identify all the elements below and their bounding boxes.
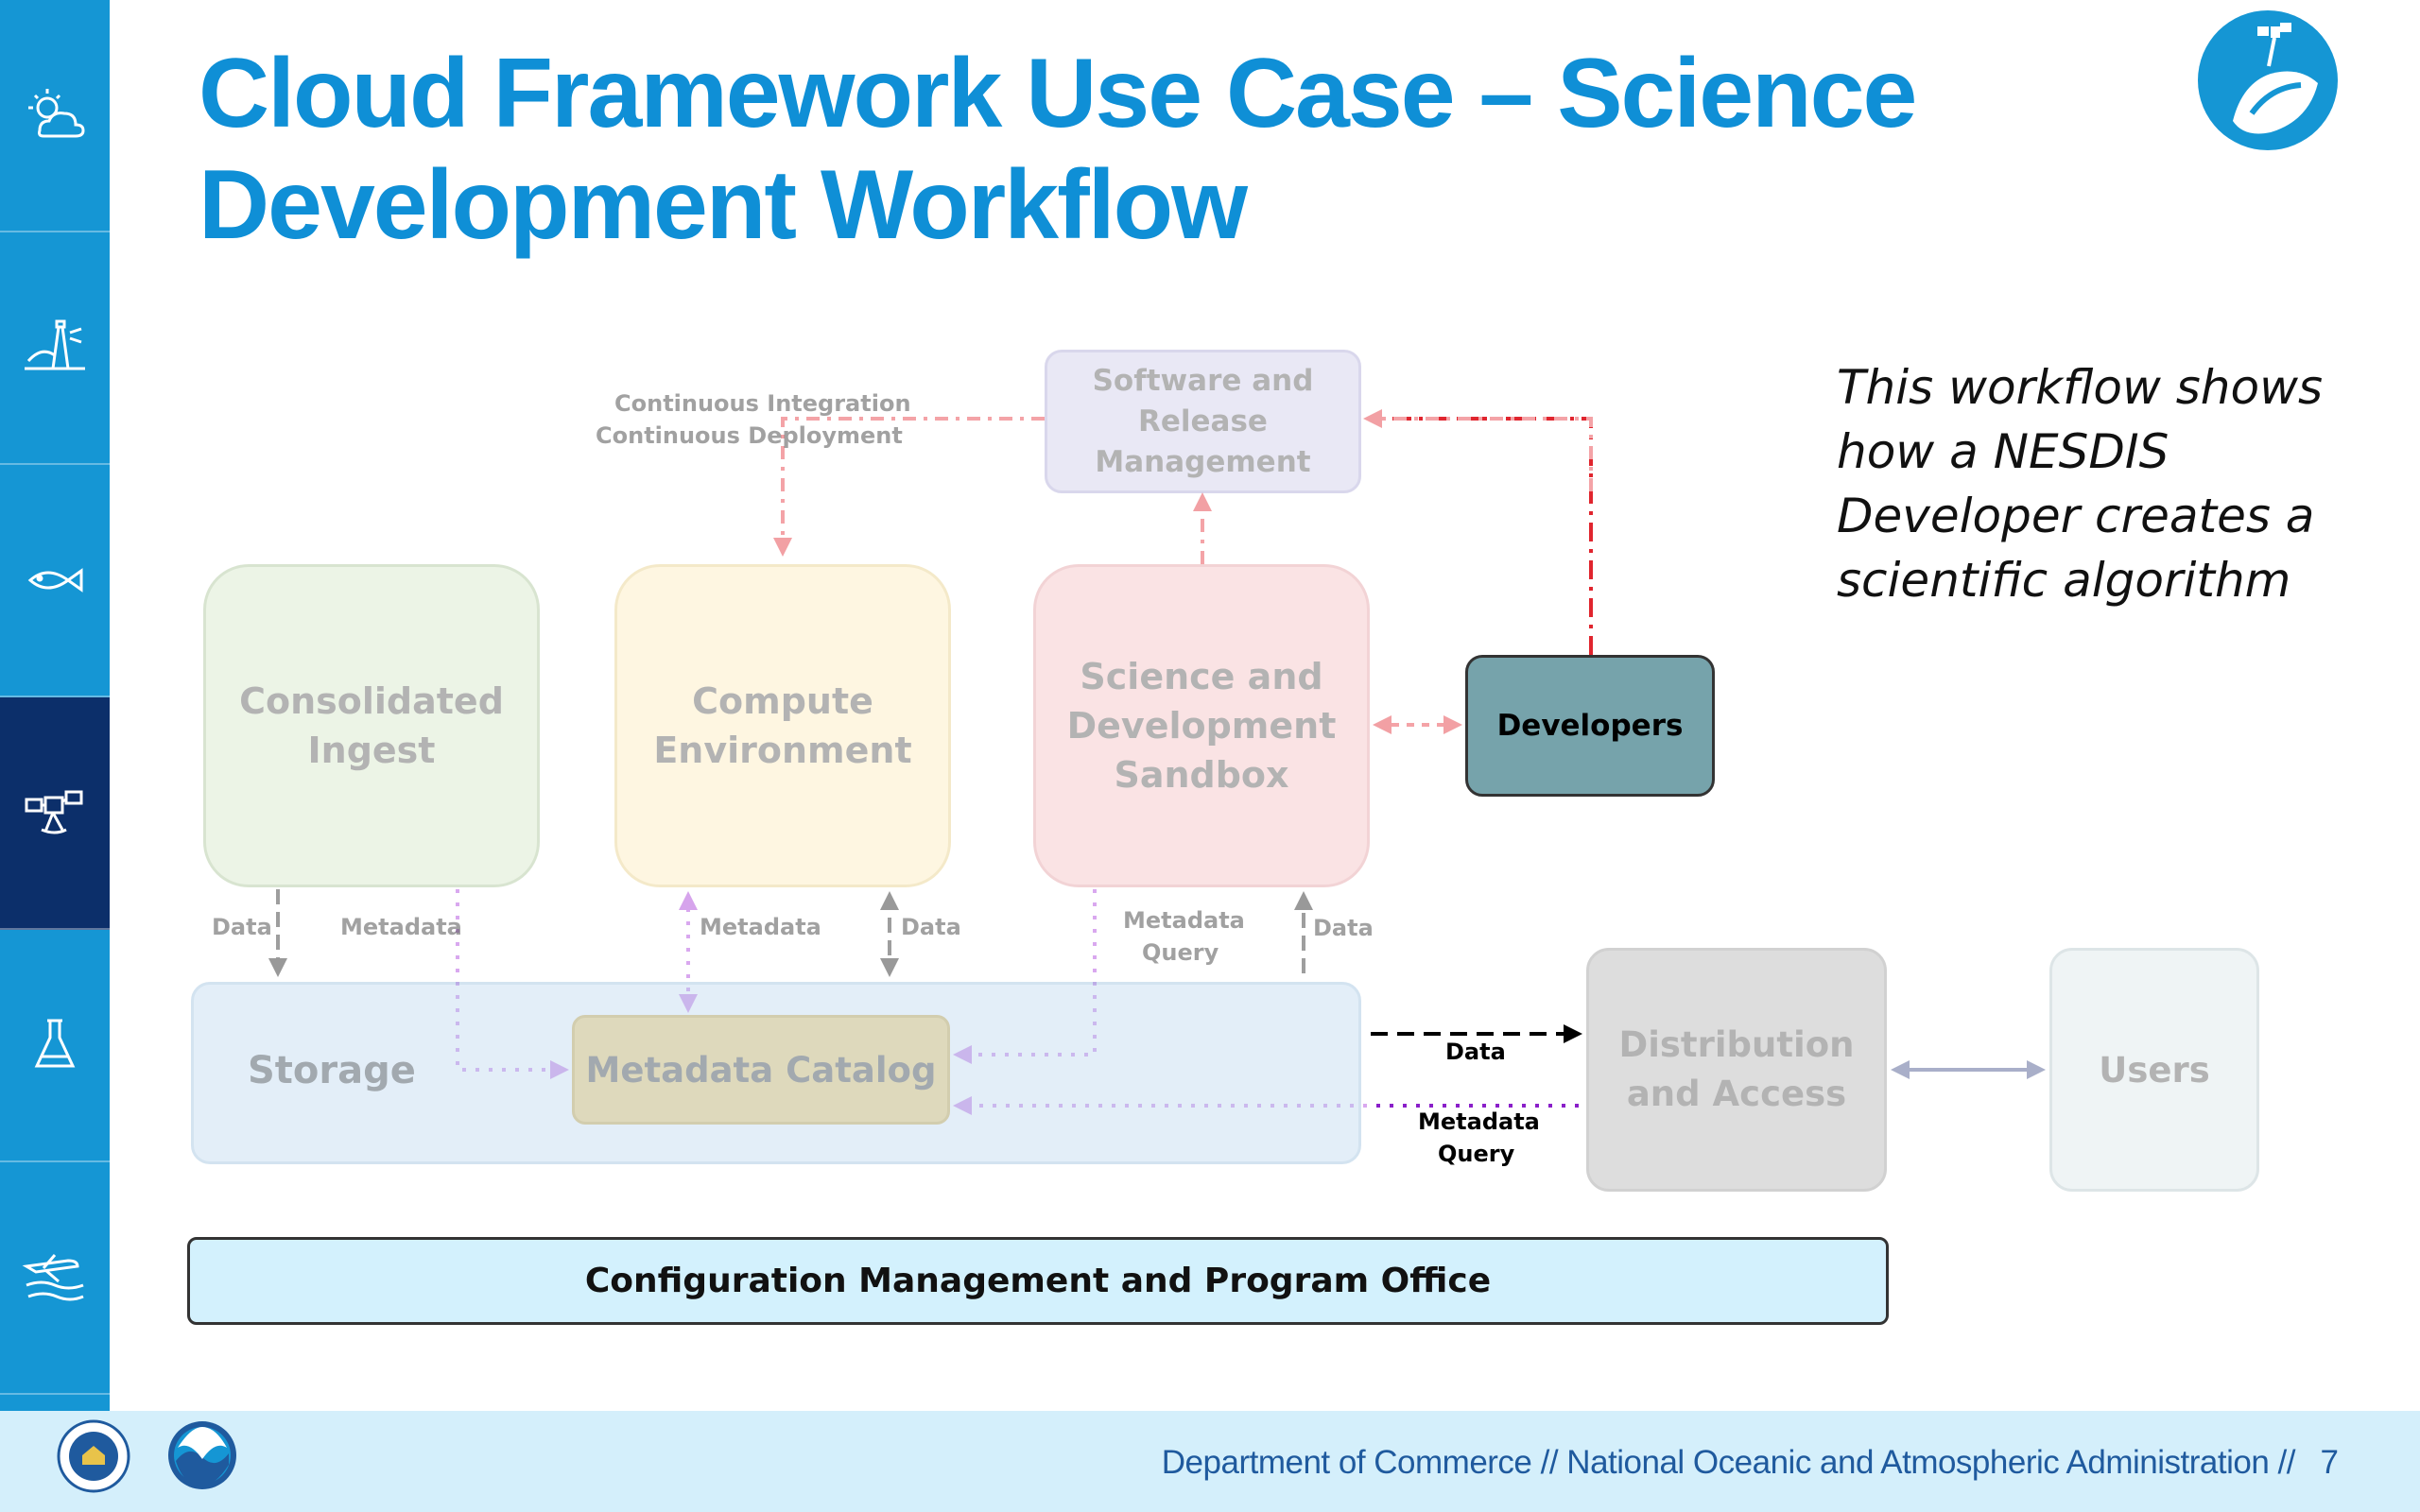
noaa-logo-icon [168, 1421, 236, 1489]
distribution-data-label: Data [1445, 1039, 1506, 1065]
science-sandbox-box: Science and Development Sandbox [1033, 564, 1370, 887]
satellite-icon [25, 790, 83, 834]
developers-box: Developers [1465, 655, 1715, 797]
flask-icon [34, 1019, 76, 1068]
users-box: Users [2049, 948, 2259, 1192]
sidebar-item-satellites[interactable] [0, 697, 110, 930]
sandbox-metadata-connector [953, 889, 1097, 1064]
sidebar-item-coast[interactable] [0, 232, 110, 465]
distribution-query-label: Query [1438, 1141, 1515, 1167]
sun-cloud-icon [28, 89, 85, 138]
ingest-metadata-label: Metadata [340, 914, 462, 940]
developers-software-connector [1363, 409, 1593, 491]
nesdis-logo-icon [2198, 10, 2338, 150]
commerce-seal-icon [57, 1419, 130, 1493]
workflow-note: This workflow shows how a NESDIS Develop… [1837, 360, 2324, 608]
lighthouse-icon [25, 319, 85, 370]
airplane-icon [22, 1254, 84, 1301]
ci-cd-connector [773, 417, 1045, 557]
storage-label: Storage [248, 1049, 416, 1092]
compute-environment-box: Compute Environment [614, 564, 951, 887]
config-management-bar: Configuration Management and Program Off… [187, 1237, 1889, 1325]
compute-metadata-label: Metadata [700, 914, 821, 940]
metadata-catalog-box: Metadata Catalog [572, 1015, 950, 1125]
consolidated-ingest-box: Consolidated Ingest [203, 564, 540, 887]
ingest-data-label: Data [212, 914, 272, 940]
sidebar-item-operations[interactable] [0, 1162, 110, 1395]
cd-label: Continuous Deployment [596, 422, 903, 449]
compute-data-label: Data [901, 914, 961, 940]
sidebar-item-weather[interactable] [0, 0, 110, 232]
footer [0, 1411, 2420, 1512]
sandbox-data-label: Data [1313, 915, 1374, 941]
sidebar-item-fisheries[interactable] [0, 465, 110, 697]
distribution-access-box: Distribution and Access [1586, 948, 1887, 1192]
sandbox-metadata-label: Metadata [1123, 907, 1245, 934]
distribution-metadata-label: Metadata [1418, 1108, 1540, 1135]
storage-box [191, 982, 1361, 1164]
ci-label: Continuous Integration [614, 390, 911, 417]
software-release-box: Software and Release Management [1045, 350, 1361, 493]
footer-text: Department of Commerce // National Ocean… [1161, 1444, 2296, 1481]
sidebar [0, 0, 110, 1411]
fish-icon [27, 568, 83, 593]
sidebar-item-research[interactable] [0, 930, 110, 1162]
ingest-metadata-connector [456, 889, 569, 1079]
sandbox-query-label: Query [1142, 939, 1219, 966]
page-number: 7 [2320, 1444, 2339, 1481]
page-title: Cloud Framework Use Case – Science Devel… [199, 39, 1917, 260]
